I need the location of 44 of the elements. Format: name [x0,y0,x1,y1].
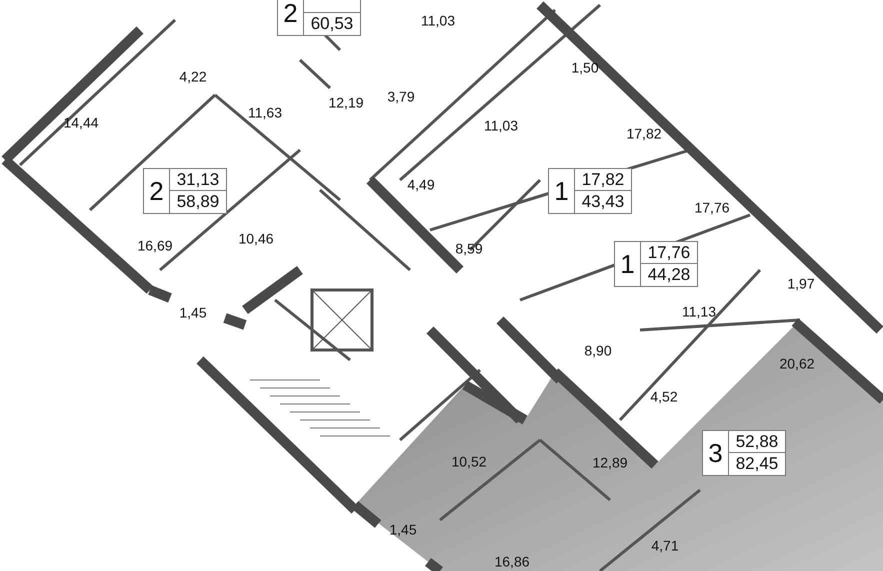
room-area-label: 4,22 [179,68,207,86]
room-count: 3 [708,440,723,466]
room-area-label: 4,71 [651,536,679,556]
apartment-badge [702,430,786,476]
apartment-badge [143,168,227,214]
room-area-label: 1,45 [389,520,417,540]
room-area-label: 11,13 [682,302,716,322]
room-area-label: 8,59 [455,240,483,258]
room-area-label: 8,90 [584,342,612,360]
apartment-badge [548,168,632,214]
room-area-label: 11,63 [248,104,282,122]
area-value: 60,53 [310,13,354,36]
room-count: 1 [620,251,635,277]
room-area-label: 10,52 [451,452,487,472]
room-count: 2 [149,178,164,204]
room-area-label: 4,49 [407,176,435,194]
room-area-label: 20,62 [779,354,815,374]
room-area-label: 1,45 [179,304,207,322]
room-count: 2 [283,0,298,26]
room-count: 1 [554,178,569,204]
room-area-label: 1,50 [571,58,599,78]
area-value: 17,82 [582,168,624,191]
room-area-label: 3,79 [387,88,415,106]
room-area-label: 11,03 [484,116,518,136]
area-value: 58,89 [176,191,220,214]
room-area-label: 11,03 [421,12,455,30]
area-value: 17,76 [648,242,690,264]
area-value: 43,43 [582,191,624,214]
apartment-badge [277,0,361,36]
room-area-label: 12,89 [592,454,628,472]
room-area-label: 4,52 [650,388,678,406]
room-area-label: 16,69 [137,236,173,256]
room-area-label: 16,86 [494,552,530,571]
apartment-badge [614,241,698,287]
area-value: 44,28 [648,264,690,286]
area-value: 31,13 [176,168,220,191]
room-area-label: 17,82 [626,124,662,144]
room-area-label: 1,97 [787,274,815,294]
room-area-label: 12,19 [328,94,364,112]
room-area-label: 10,46 [238,230,274,248]
room-area-label: 17,76 [694,198,730,218]
room-area-label: 14,44 [63,114,99,132]
area-value: 52,88 [736,430,778,453]
area-value: 82,45 [736,453,778,476]
